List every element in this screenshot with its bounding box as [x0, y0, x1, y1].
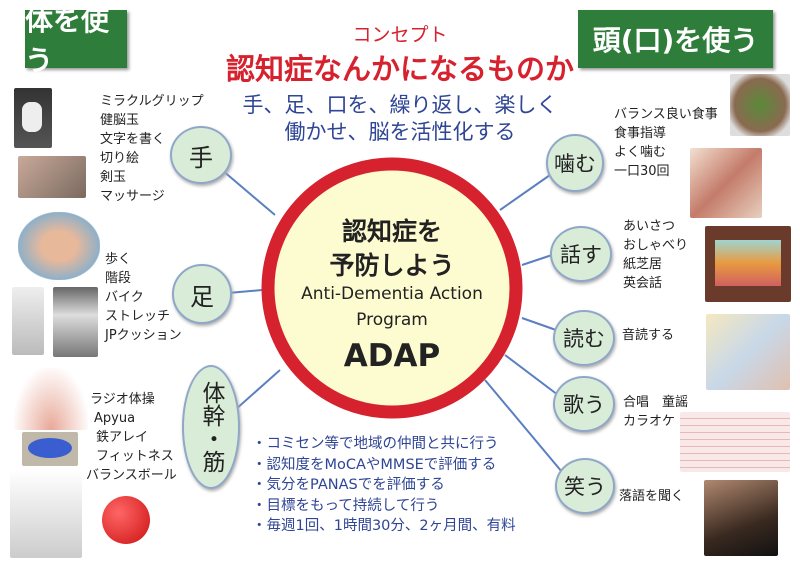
list-item: あいさつ	[623, 219, 676, 234]
elderly-couple-illustration	[18, 212, 100, 280]
concept-label: コンセプト	[352, 24, 448, 46]
node-hand: 手	[170, 126, 232, 184]
mouth-anatomy-illustration	[690, 148, 762, 218]
list-item: ストレッチ	[105, 309, 171, 324]
chew-activities: バランス良い食事 食事指導 よく噛む 一口30回	[614, 105, 718, 181]
center-line2: 予防しよう	[329, 251, 455, 280]
sing-activities: 合唱 童謡 カラオケ	[623, 393, 688, 431]
list-item: 剣玉	[100, 170, 127, 185]
list-item: フィットネス	[96, 449, 174, 464]
bullet-item: ・目標をもって持続して行う	[252, 497, 440, 514]
brain-balls-photo	[18, 156, 86, 198]
english-comic-illustration	[706, 314, 790, 390]
list-item: バイク	[105, 290, 144, 305]
list-item: ミラクルグリップ	[100, 94, 204, 109]
list-item: Apyua	[94, 411, 136, 426]
hand-activities: ミラクルグリップ 健脳玉 文字を書く 切り絵 剣玉 マッサージ	[100, 92, 204, 206]
list-item: バランス良い食事	[614, 107, 718, 122]
foot-activities: 歩く 階段 バイク ストレッチ JPクッション	[105, 250, 182, 345]
list-item: マッサージ	[100, 189, 165, 204]
bullet-item: ・コミセン等で地域の仲間と共に行う	[252, 436, 499, 452]
list-item: ラジオ体操	[90, 392, 155, 407]
read-activities: 音読する	[622, 326, 674, 345]
subtitle-line1: 手、足、口を、繰り返し、楽しく	[242, 93, 558, 117]
bullet-item: ・毎週1回、1時間30分、2ヶ月間、有料	[252, 518, 516, 534]
head-use-banner: 頭(口)を使う	[578, 10, 773, 68]
list-item: おしゃべり	[623, 238, 689, 253]
list-item: 英会話	[623, 276, 663, 291]
bullet-item: ・気分をPANASでを評価する	[252, 477, 445, 493]
singing-illustration	[680, 412, 790, 472]
main-circle	[261, 157, 523, 419]
center-acronym: ADAP	[343, 338, 441, 374]
list-item: 音読する	[622, 328, 675, 343]
list-item: 落語を聞く	[619, 489, 685, 504]
line-talk	[521, 254, 553, 266]
list-item: 文字を書く	[100, 132, 166, 147]
center-english2: Program	[356, 310, 428, 330]
main-title: 認知症なんかになるものか	[225, 52, 574, 86]
node-foot: 足	[172, 264, 232, 324]
grip-photo	[14, 88, 52, 148]
list-item: 一口30回	[614, 164, 670, 179]
node-trunk-muscle: 体幹・筋	[182, 365, 240, 489]
body-use-banner: 体を使う	[25, 4, 127, 77]
exercise-bike-photo	[12, 287, 44, 355]
program-bullets: ・コミセン等で地域の仲間と共に行う ・認知度をMoCAやMMSEで評価する ・気…	[252, 434, 516, 537]
balanced-meal-photo	[730, 74, 790, 136]
node-talk: 話す	[550, 226, 612, 282]
list-item: 階段	[105, 271, 132, 286]
list-item: 合唱 童謡	[623, 395, 689, 410]
line-sing	[504, 354, 559, 396]
node-laugh: 笑う	[555, 458, 615, 514]
list-item: 食事指導	[614, 126, 667, 141]
bullet-item: ・認知度をMoCAやMMSEで評価する	[252, 456, 497, 473]
list-item: バランスボール	[86, 468, 177, 483]
balance-ball-photo	[102, 490, 162, 546]
list-item: 歩く	[105, 252, 132, 267]
list-item: カラオケ	[623, 414, 676, 429]
line-read	[521, 317, 557, 331]
stepping-photo	[53, 287, 98, 357]
line-hand	[221, 169, 276, 216]
center-english1: Anti-Dementia Action	[301, 284, 483, 304]
node-read: 読む	[553, 310, 615, 366]
line-foot	[227, 289, 263, 294]
subtitle-line2: 働かせ、脳を活性化する	[284, 120, 516, 144]
list-item: 健脳玉	[100, 113, 140, 128]
line-trunk	[234, 369, 281, 411]
list-item: 切り絵	[100, 151, 140, 166]
kamishibai-photo	[705, 226, 791, 302]
radio-exercise-illustration	[14, 368, 88, 430]
node-sing: 歌う	[553, 376, 615, 432]
line-laugh	[484, 379, 563, 473]
laughing-man-photo	[704, 480, 778, 556]
fitness-machine-photo	[10, 470, 82, 558]
list-item: JPクッション	[105, 328, 182, 343]
list-item: 鉄アレイ	[96, 430, 149, 445]
talk-activities: あいさつ おしゃべり 紙芝居 英会話	[623, 217, 688, 293]
balance-cushion-photo	[22, 432, 78, 466]
trunk-activities: ラジオ体操 Apyua 鉄アレイ フィットネス バランスボール	[86, 390, 177, 485]
line-chew	[499, 174, 551, 211]
node-chew: 噛む	[546, 134, 604, 192]
list-item: 紙芝居	[623, 257, 663, 272]
laugh-activities: 落語を聞く	[619, 487, 684, 506]
center-line1: 認知症を	[341, 217, 442, 246]
list-item: よく噛む	[614, 145, 667, 160]
